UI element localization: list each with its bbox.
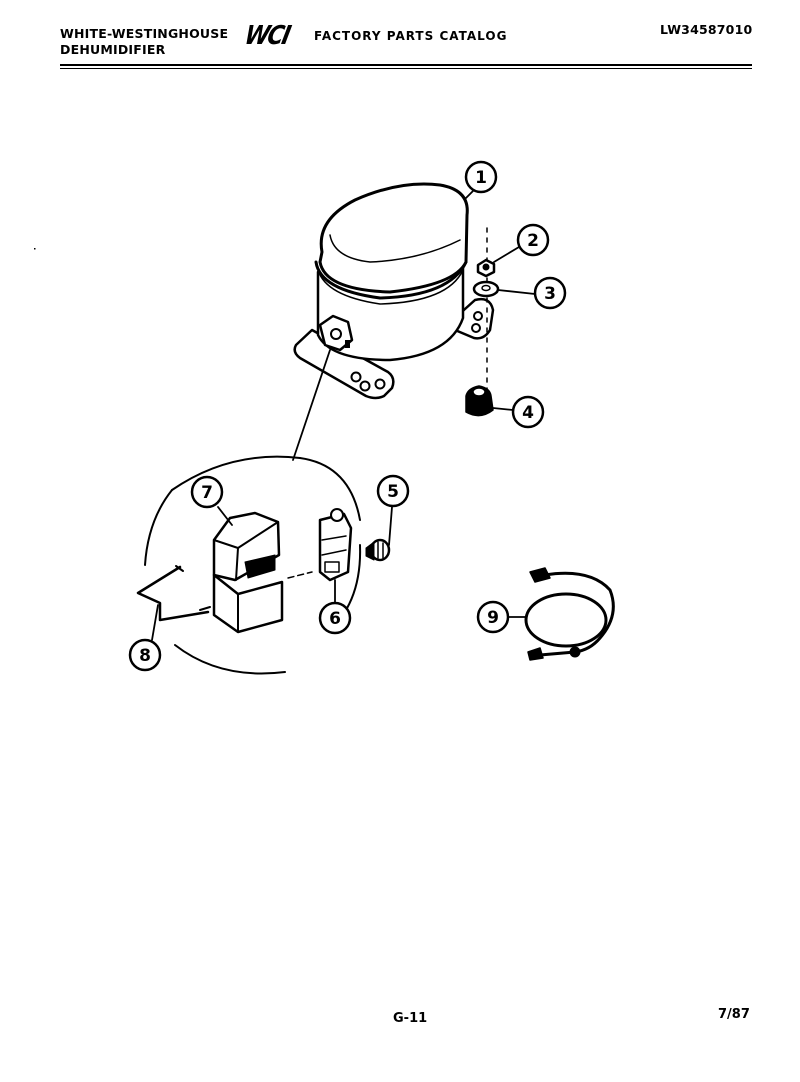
catalog-title: FACTORY PARTS CATALOG <box>314 29 508 43</box>
callout-label-9: 9 <box>487 608 499 628</box>
callout-9 <box>476 600 510 634</box>
callout-label-2: 2 <box>527 231 539 251</box>
page-number: G-11 <box>393 1011 428 1026</box>
callout-1 <box>464 160 498 194</box>
product-type: DEHUMIDIFIER <box>60 42 166 57</box>
callout-8 <box>128 638 162 672</box>
callout-label-7: 7 <box>201 483 213 503</box>
callout-5 <box>376 474 410 508</box>
header-rule-top <box>60 64 752 66</box>
washer-drawing <box>472 280 500 298</box>
callout-2 <box>516 223 550 257</box>
brand-name: WHITE-WESTINGHOUSE <box>60 26 229 41</box>
relay-drawing <box>318 508 353 582</box>
revision-date: 7/87 <box>718 1007 750 1022</box>
grommet-drawing <box>465 385 494 417</box>
overload-drawing <box>365 538 391 562</box>
model-number: LW34587010 <box>660 22 753 37</box>
nut-drawing <box>476 258 496 278</box>
compressor-drawing <box>293 182 495 400</box>
header-brand: WHITE-WESTINGHOUSE DEHUMIDIFIER <box>60 26 228 58</box>
power-cord-drawing <box>524 567 615 661</box>
callout-label-4: 4 <box>522 403 534 423</box>
cover-clip-drawing <box>136 565 211 622</box>
callout-label-8: 8 <box>139 646 151 666</box>
callout-label-3: 3 <box>544 284 556 304</box>
terminal-cover-drawing <box>212 511 284 634</box>
callout-label-5: 5 <box>387 482 399 502</box>
callout-4 <box>511 395 545 429</box>
callout-label-6: 6 <box>329 609 341 629</box>
callout-6 <box>318 601 352 635</box>
callout-7 <box>190 475 224 509</box>
header-rule-bottom <box>60 68 752 69</box>
callout-label-1: 1 <box>475 168 487 188</box>
callout-3 <box>533 276 567 310</box>
